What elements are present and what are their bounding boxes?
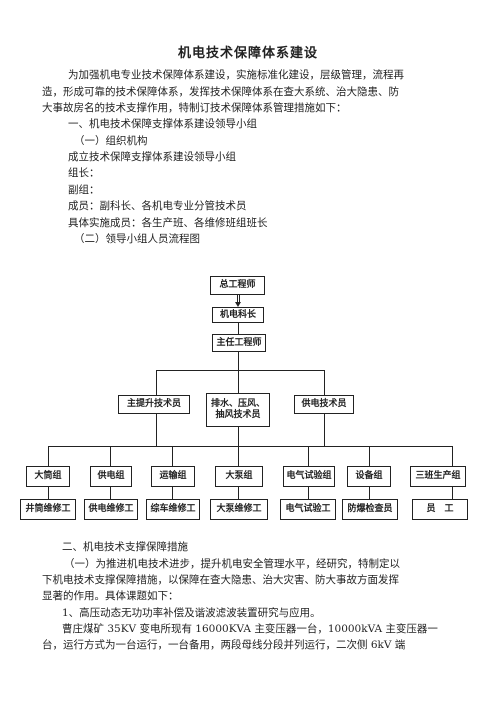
section2-heading: 二、机电技术支撑保障措施 — [62, 541, 188, 553]
chart-box-principal-engineer: 主任工程师 — [212, 334, 266, 352]
chart-box-chief-engineer: 总工程师 — [210, 276, 265, 295]
item-1-detail-line-1: 曹庄煤矿 35KV 变电所现有 16000KVA 主变压器一台，10000kVA… — [62, 623, 438, 635]
chart-box-worker-3: 综车维修工 — [146, 499, 200, 520]
chart-box-team-3: 运输组 — [151, 466, 195, 487]
org-line-2: 组长： — [68, 167, 100, 179]
chart-box-worker-5: 电气试验工 — [280, 499, 336, 520]
chart-box-worker-2: 供电维修工 — [84, 499, 138, 520]
chart-box-team-5: 电气试验组 — [283, 466, 335, 487]
section2-p1-line-2: 下机电技术支撑保障措施，以保障在查大隐患、治大灾害、防大事故方面发挥 — [42, 574, 399, 586]
section2-p1-line-1: （一）为推进机电技术进步，提升机电安全管理水平，经研究，特制定以 — [64, 558, 400, 570]
chart-box-power-technician: 供电技术员 — [294, 395, 354, 414]
section1-sub2: （二）领导小组人员流程图 — [74, 233, 200, 245]
chart-box-team-6: 设备组 — [347, 466, 391, 487]
chart-box-drainage-technician: 排水、压风、 抽风技术员 — [206, 393, 270, 427]
page-title: 机电技术保障体系建设 — [177, 46, 318, 61]
section2-p1-line-3: 显著的作用。具体课题如下： — [42, 590, 179, 602]
chart-box-hoist-technician: 主提升技术员 — [118, 395, 190, 414]
chart-box-team-1: 大筒组 — [26, 466, 70, 487]
chart-box-worker-1: 井筒维修工 — [20, 499, 76, 520]
chart-box-worker-7: 员 工 — [412, 499, 468, 520]
item-1-detail-line-2: 台，运行方式为一台运行，一台备用，两段母线分段并列运行，二次侧 6kV 端 — [42, 639, 406, 651]
chart-box-team-2: 供电组 — [90, 466, 132, 487]
chart-box-team-4: 大泵组 — [215, 466, 263, 487]
chart-box-worker-4: 大泵维修工 — [210, 499, 268, 520]
section1-heading: 一、机电技术保障支撑体系建设领导小组 — [68, 118, 257, 130]
org-line-1: 成立技术保障支撑体系建设领导小组 — [68, 151, 236, 163]
intro-line-2: 造，形成可靠的技术保障体系，发挥技术保障体系在查大系统、治大隐患、防 — [42, 86, 399, 98]
chart-box-worker-6: 防爆检查员 — [342, 499, 398, 520]
intro-line-3: 大事故房名的技术支撑作用，特制订技术保障体系管理措施如下： — [42, 102, 347, 114]
org-line-3: 副组： — [68, 184, 100, 196]
section1-sub1: （一）组织机构 — [74, 135, 148, 147]
chart-box-team-7: 三班生产组 — [410, 466, 466, 487]
intro-line-1: 为加强机电专业技术保障体系建设，实施标准化建设，层级管理，流程再 — [68, 69, 404, 81]
item-1: 1、高压动态无功功率补偿及谐波滤波装置研究与应用。 — [62, 607, 321, 619]
org-line-4: 成员：副科长、各机电专业分管技术员 — [68, 200, 247, 212]
chart-box-section-chief: 机电科长 — [212, 307, 264, 323]
org-line-5: 具体实施成员：各生产班、各维修班组班长 — [68, 217, 268, 229]
